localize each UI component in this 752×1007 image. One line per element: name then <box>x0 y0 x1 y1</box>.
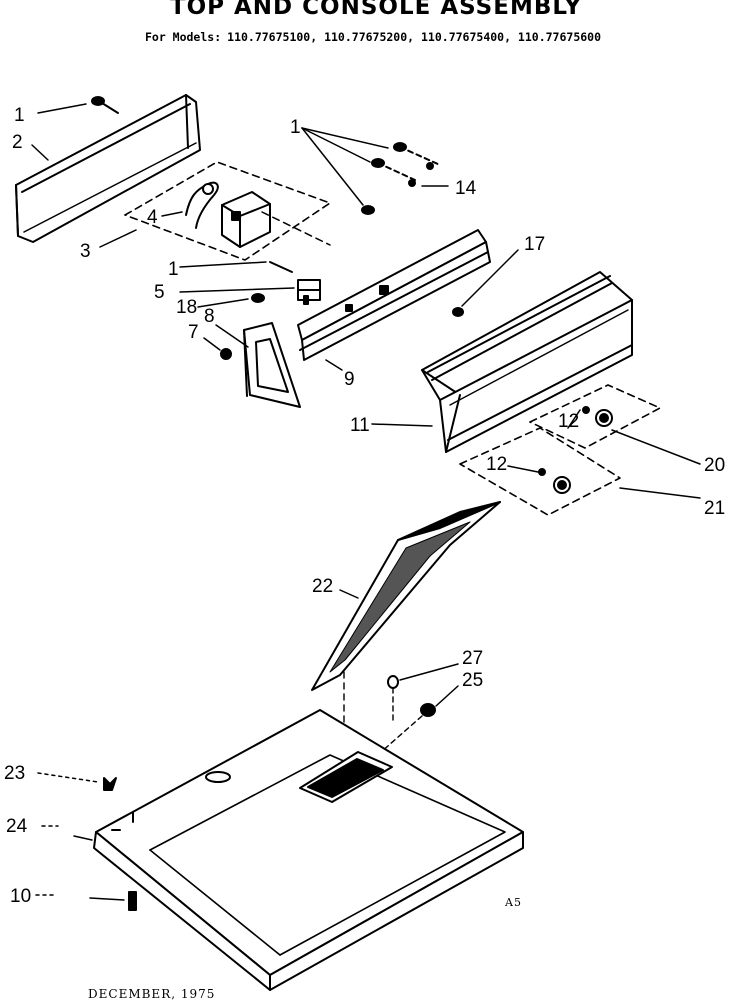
label-18: 18 <box>176 297 197 318</box>
diagram-title: TOP AND CONSOLE ASSEMBLY <box>169 0 583 20</box>
label-23: 23 <box>4 763 25 784</box>
label-10: 10 <box>10 886 31 907</box>
label-7: 7 <box>188 322 199 343</box>
label-12-a: 12 <box>558 411 579 432</box>
part-17-screw <box>452 307 464 317</box>
label-9: 9 <box>344 369 355 390</box>
part-24-top <box>93 709 524 991</box>
part-3-dashed-group <box>124 161 331 261</box>
models-line: For Models: 110.77675100, 110.77675200, 1… <box>0 30 752 44</box>
part-2-rear-panel <box>15 94 201 243</box>
part-18-screw <box>251 293 265 303</box>
label-1-c: 1 <box>168 259 179 280</box>
label-24: 24 <box>6 816 28 837</box>
label-2: 2 <box>12 132 23 153</box>
part-5-switch <box>269 261 321 305</box>
label-25: 25 <box>462 670 483 691</box>
label-12-b: 12 <box>486 454 507 475</box>
label-8: 8 <box>204 306 215 327</box>
label-11: 11 <box>350 415 370 436</box>
label-14: 14 <box>455 178 477 199</box>
knob-a <box>582 406 613 427</box>
models-list: 110.77675100, 110.77675200, 110.77675400… <box>227 30 602 44</box>
drawing-code: A5 <box>505 896 522 909</box>
part-27-screw <box>387 675 399 721</box>
part-22-lint-screen <box>311 501 501 761</box>
footer-date: DECEMBER, 1975 <box>88 987 216 1001</box>
label-1-a: 1 <box>14 105 25 126</box>
part-1-screws-b <box>361 142 441 215</box>
label-20: 20 <box>704 455 725 476</box>
label-1-b: 1 <box>290 117 301 138</box>
part-9-rail <box>297 229 491 361</box>
label-3: 3 <box>80 241 91 262</box>
part-11-console <box>421 271 633 453</box>
label-4: 4 <box>147 207 158 228</box>
part-1-screw-a <box>91 96 119 114</box>
label-17: 17 <box>524 234 545 255</box>
part-4-harness <box>185 181 219 229</box>
part-7-nut <box>220 348 232 360</box>
label-5: 5 <box>154 282 165 303</box>
label-22: 22 <box>312 576 333 597</box>
part-21-dashed-group <box>459 427 621 516</box>
label-27: 27 <box>462 648 483 669</box>
part-8-bracket <box>243 322 301 408</box>
leader-lines <box>31 103 701 901</box>
timer-block <box>221 191 331 248</box>
part-10-screw <box>128 891 137 911</box>
part-23-spring <box>103 777 117 791</box>
models-prefix: For Models: <box>144 30 222 44</box>
label-21: 21 <box>704 498 725 519</box>
knob-b <box>538 468 571 494</box>
part-number-labels: 1 2 1 14 4 3 1 5 17 18 8 7 9 11 12 12 20… <box>4 105 725 907</box>
